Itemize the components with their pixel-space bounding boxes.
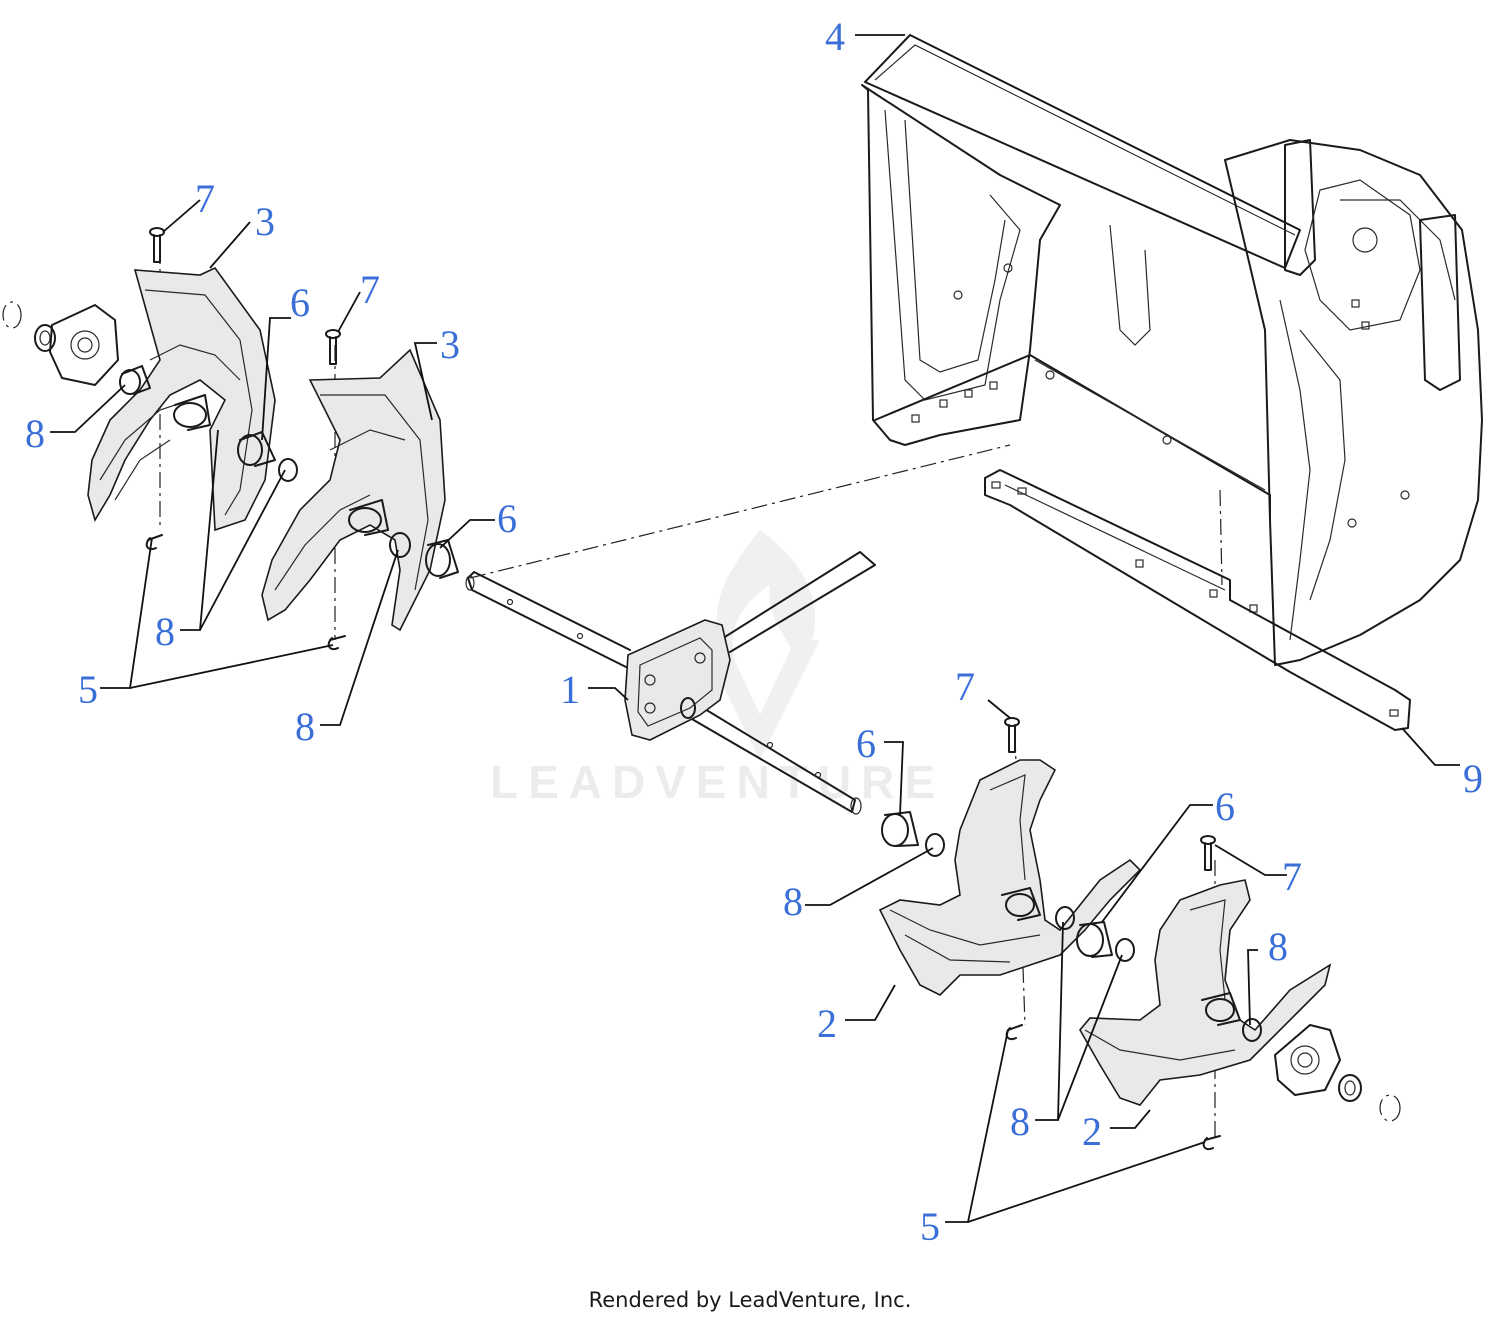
callout-7: 7 <box>195 176 215 221</box>
shear-pin-1 <box>149 227 165 263</box>
callout-8: 8 <box>155 609 175 654</box>
cotter-pin-3 <box>1005 1024 1023 1041</box>
callout-7: 7 <box>955 664 975 709</box>
cotter-pin-4 <box>1202 1135 1221 1151</box>
auger-flight-left-inner <box>261 348 446 632</box>
bushing-left-3 <box>389 532 459 579</box>
callout-6: 6 <box>497 496 517 541</box>
cotter-pin-2 <box>327 635 346 651</box>
callout-9: 9 <box>1463 756 1483 801</box>
callout-6: 6 <box>1215 784 1235 829</box>
callout-8: 8 <box>1010 1099 1030 1144</box>
callout-6: 6 <box>856 721 876 766</box>
cotter-pin-1 <box>145 534 163 551</box>
callout-8: 8 <box>1268 924 1288 969</box>
auger-shaft <box>465 551 876 815</box>
callout-2: 2 <box>817 1001 837 1046</box>
auger-flight-left-outer <box>87 266 276 532</box>
watermark-logo <box>700 530 820 760</box>
auger-housing <box>861 34 1483 666</box>
callout-6: 6 <box>290 280 310 325</box>
auger-bearing-left <box>2 301 119 386</box>
shear-pin-2 <box>325 329 341 365</box>
watermark-text: LEADVENTURE <box>490 756 945 808</box>
callout-8: 8 <box>25 411 45 456</box>
callout-3: 3 <box>255 199 275 244</box>
callout-8: 8 <box>295 704 315 749</box>
callout-8: 8 <box>783 879 803 924</box>
footer-credit: Rendered by LeadVenture, Inc. <box>588 1288 912 1312</box>
leader-lines <box>50 34 1460 1223</box>
callout-7: 7 <box>1282 854 1302 899</box>
bushing-left-1 <box>119 365 151 395</box>
callout-7: 7 <box>360 267 380 312</box>
bushing-right-2 <box>1055 906 1262 1042</box>
auger-flight-right-outer <box>1079 879 1332 1106</box>
callout-5: 5 <box>920 1204 940 1249</box>
callout-4: 4 <box>825 14 845 59</box>
shear-pin-4 <box>1200 835 1216 871</box>
shave-plate <box>984 469 1411 731</box>
callout-1: 1 <box>560 667 580 712</box>
auger-bearing-right <box>1274 1024 1401 1122</box>
gearbox <box>624 619 731 741</box>
bushing-right-1 <box>881 811 945 857</box>
callout-2: 2 <box>1082 1109 1102 1154</box>
bushing-left-2 <box>237 431 298 482</box>
callout-5: 5 <box>78 667 98 712</box>
auger-flight-right-inner <box>878 759 1142 996</box>
callout-labels: 1 2 2 3 3 4 5 5 6 6 6 6 7 7 7 7 8 8 8 8 … <box>25 14 1483 1249</box>
callout-3: 3 <box>440 322 460 367</box>
shear-pin-3 <box>1004 717 1020 753</box>
